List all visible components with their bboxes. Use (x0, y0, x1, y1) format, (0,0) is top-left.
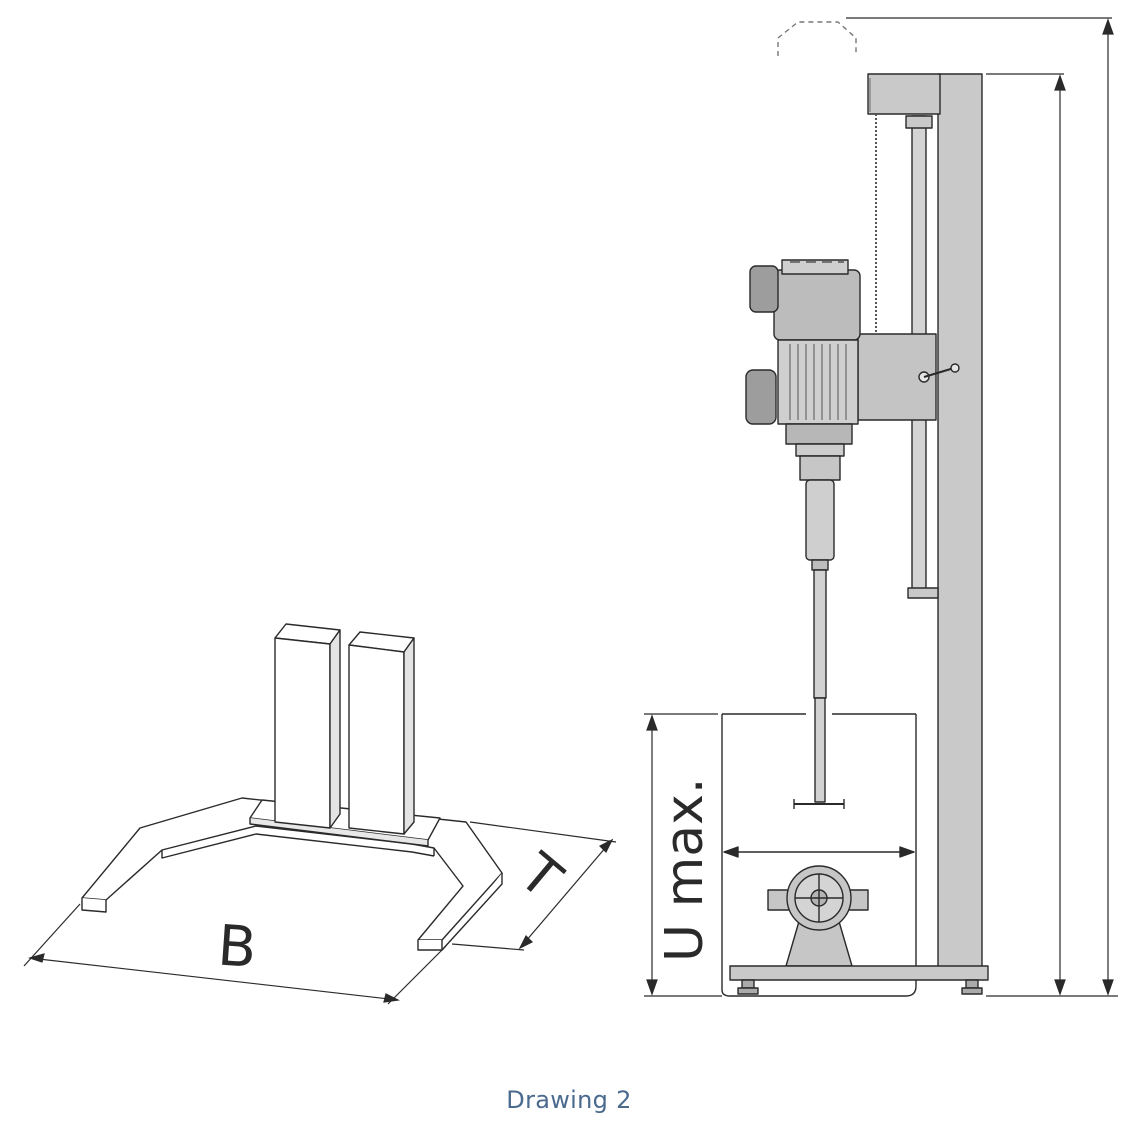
dimension-u-max (644, 713, 722, 997)
mixing-shaft (793, 455, 845, 809)
figure-caption: Drawing 2 (506, 1086, 632, 1114)
dimension-u-max-label: U max. (655, 778, 715, 962)
dimension-b (23, 903, 447, 1005)
handwheel-icon (767, 865, 869, 967)
dimension-t-label: T (507, 841, 574, 912)
dimension-b-label: B (216, 914, 259, 982)
raised-position-outline (777, 21, 857, 56)
stand-base-plate (729, 965, 989, 981)
dimension-t (451, 821, 617, 951)
base-leg-left-front (81, 898, 107, 913)
column-right (348, 631, 415, 835)
clamp-lever-icon (918, 363, 960, 383)
vessel (721, 714, 917, 997)
main-column (937, 73, 983, 973)
column-head (867, 73, 941, 115)
mixer-stand (721, 21, 989, 997)
base-leg-right-front (417, 940, 443, 951)
column-left (274, 623, 341, 829)
base-footprint (81, 623, 503, 951)
motor (745, 259, 861, 457)
height-dimensions (846, 17, 1118, 997)
